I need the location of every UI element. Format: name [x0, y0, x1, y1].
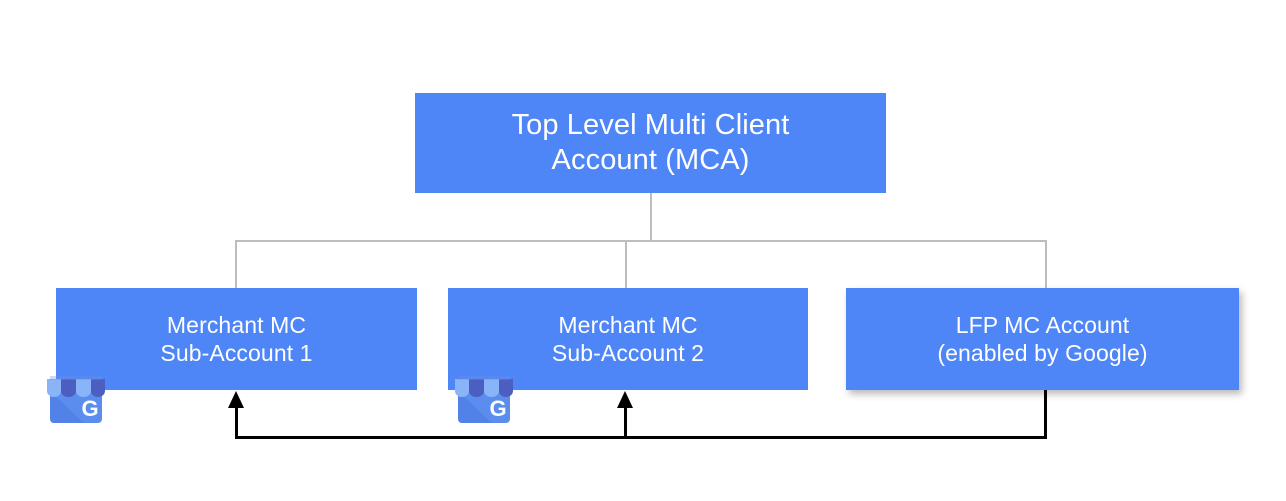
- svg-text:G: G: [81, 396, 98, 421]
- google-my-business-icon: G: [455, 376, 513, 423]
- connector-mca-stem: [650, 193, 652, 242]
- node-merchant-sub-account-1[interactable]: Merchant MC Sub-Account 1: [56, 288, 417, 390]
- connector-drop-merchant-2: [625, 240, 627, 289]
- connector-drop-merchant-1: [235, 240, 237, 289]
- svg-text:G: G: [489, 396, 506, 421]
- arrowhead-to-merchant-1: [228, 391, 244, 408]
- flow-riser-merchant-1: [235, 400, 238, 438]
- node-merchant-sub-account-1-label: Merchant MC Sub-Account 1: [160, 311, 313, 366]
- arrowhead-to-merchant-2: [617, 391, 633, 408]
- google-my-business-icon: G: [47, 376, 105, 423]
- flow-riser-lfp: [1044, 390, 1047, 439]
- node-merchant-sub-account-2-label: Merchant MC Sub-Account 2: [551, 311, 705, 366]
- node-top-level-mca[interactable]: Top Level Multi Client Account (MCA): [415, 93, 886, 193]
- node-merchant-sub-account-2[interactable]: Merchant MC Sub-Account 2: [448, 288, 808, 390]
- node-lfp-mc-account[interactable]: LFP MC Account (enabled by Google): [846, 288, 1239, 390]
- connector-horizontal-bus: [235, 240, 1047, 242]
- flow-horizontal-bus: [235, 436, 1047, 439]
- node-lfp-mc-account-label: LFP MC Account (enabled by Google): [937, 311, 1148, 366]
- node-top-level-mca-label: Top Level Multi Client Account (MCA): [511, 108, 790, 176]
- flow-riser-merchant-2: [624, 400, 627, 438]
- connector-drop-lfp: [1045, 240, 1047, 289]
